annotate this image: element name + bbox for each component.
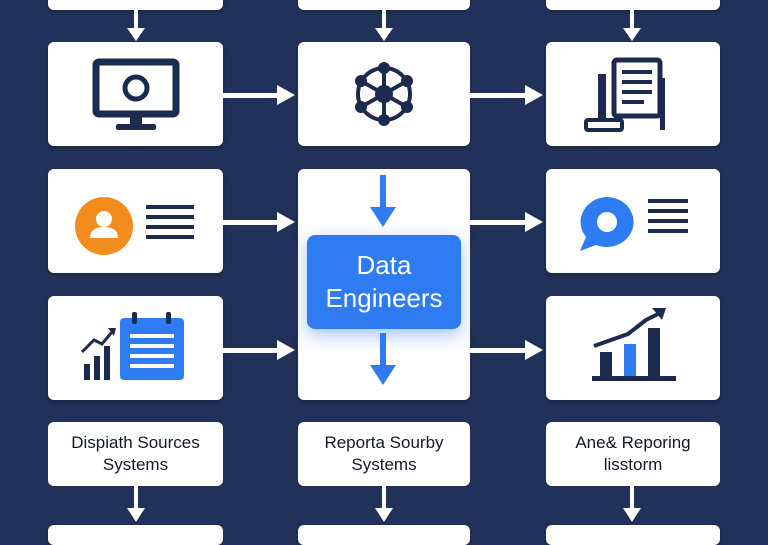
monitor-card — [48, 42, 223, 146]
label-middle-line1: Reporta Sourby — [324, 433, 444, 452]
label-left-line1: Dispiath Sources — [71, 433, 200, 452]
label-card-middle: Reporta Sourby Systems — [298, 422, 470, 486]
right-arrow-icon — [223, 212, 295, 232]
user-profile-card — [48, 169, 223, 273]
down-arrow-icon — [127, 486, 145, 522]
bottom-box-middle — [298, 525, 470, 545]
label-card-right: Ane& Reporing lisstorm — [546, 422, 720, 486]
down-arrow-icon — [127, 10, 145, 41]
documents-card — [546, 42, 720, 146]
chat-bubble-icon — [580, 197, 634, 251]
bottom-box-left — [48, 525, 223, 545]
bar-chart-card — [546, 296, 720, 400]
chat-card — [546, 169, 720, 273]
center-title-line1: Data — [356, 250, 412, 280]
right-arrow-icon — [223, 340, 295, 360]
down-arrow-icon — [375, 486, 393, 522]
data-engineers-box: Data Engineers — [307, 235, 461, 329]
down-arrow-blue-icon — [370, 333, 396, 385]
label-left-line2: Systems — [102, 455, 169, 474]
calendar-growth-icon — [80, 312, 184, 380]
calendar-growth-card — [48, 296, 223, 400]
network-card — [298, 42, 470, 146]
label-right-line2: lisstorm — [603, 455, 663, 474]
label-middle-line2: Systems — [351, 455, 417, 474]
down-arrow-icon — [623, 486, 641, 522]
text-lines-icon — [146, 205, 194, 239]
top-box-right — [546, 0, 720, 10]
monitor-icon — [92, 58, 180, 130]
text-lines-icon — [648, 199, 688, 233]
right-arrow-icon — [470, 212, 543, 232]
label-card-left: Dispiath Sources Systems — [48, 422, 223, 486]
network-hub-icon — [355, 62, 413, 126]
right-arrow-icon — [223, 85, 295, 105]
top-box-left — [48, 0, 223, 10]
top-box-middle — [298, 0, 470, 10]
documents-icon — [584, 57, 665, 132]
label-right-line1: Ane& Reporing — [575, 433, 691, 452]
center-title-line2: Engineers — [325, 283, 443, 313]
down-arrow-icon — [375, 10, 393, 41]
down-arrow-icon — [623, 10, 641, 41]
right-arrow-icon — [470, 340, 543, 360]
bar-chart-growth-icon — [592, 308, 676, 381]
down-arrow-blue-icon — [370, 175, 396, 227]
bottom-box-right — [546, 525, 720, 545]
right-arrow-icon — [470, 85, 543, 105]
user-profile-icon — [75, 197, 133, 255]
